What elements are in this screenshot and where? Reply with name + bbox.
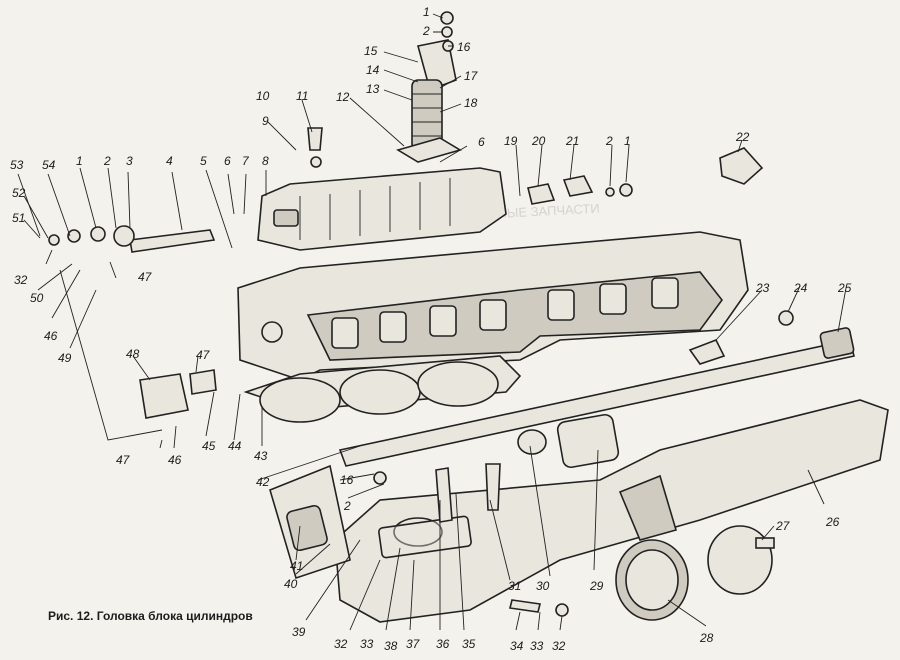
- callout-31: 31: [508, 579, 521, 593]
- callout-10: 10: [256, 89, 270, 103]
- callout-1-left: 1: [76, 154, 83, 168]
- manifold-flange: [269, 464, 351, 580]
- callout-30: 30: [536, 579, 550, 593]
- callout-35: 35: [462, 637, 476, 651]
- gasket-23: [688, 338, 726, 365]
- callout-9: 9: [262, 114, 269, 128]
- callout-32-bottom: 32: [334, 637, 348, 651]
- callout-5: 5: [200, 154, 207, 168]
- callout-13: 13: [366, 82, 380, 96]
- callout-39: 39: [292, 625, 306, 639]
- callout-47-mid: 47: [196, 348, 211, 362]
- callout-46-bottom: 46: [168, 453, 182, 467]
- callout-2-left: 2: [103, 154, 111, 168]
- callout-45: 45: [202, 439, 216, 453]
- callout-51: 51: [12, 211, 25, 225]
- small-clamp: [517, 429, 547, 455]
- callout-34: 34: [510, 639, 524, 653]
- callout-52: 52: [12, 186, 26, 200]
- callout-12: 12: [336, 90, 350, 104]
- bolt-31: [485, 463, 501, 511]
- throttle-linkage: [48, 225, 217, 441]
- callout-2-right: 2: [605, 134, 613, 148]
- callout-43: 43: [254, 449, 268, 463]
- callout-4: 4: [166, 154, 173, 168]
- callout-28: 28: [699, 631, 714, 645]
- callout-47-bottom: 47: [116, 453, 131, 467]
- callout-18: 18: [464, 96, 478, 110]
- nut-32: [555, 603, 569, 617]
- large-hose: [615, 539, 689, 621]
- stud-34: [509, 599, 541, 613]
- callout-16-mid: 16: [340, 473, 354, 487]
- callout-1-top: 1: [423, 5, 430, 19]
- callout-15: 15: [364, 44, 378, 58]
- hose-clamp: [707, 525, 775, 595]
- callout-48: 48: [126, 347, 140, 361]
- callout-17: 17: [464, 69, 479, 83]
- nut-1: [619, 183, 633, 197]
- callout-29: 29: [589, 579, 604, 593]
- callout-3: 3: [126, 154, 133, 168]
- callout-33-right: 33: [530, 639, 544, 653]
- callout-53: 53: [10, 158, 24, 172]
- callout-2-mid: 2: [343, 499, 351, 513]
- callout-24: 24: [793, 281, 808, 295]
- hose-sleeve: [556, 413, 620, 469]
- callout-7: 7: [242, 154, 250, 168]
- callout-19: 19: [504, 134, 518, 148]
- callout-21: 21: [565, 134, 579, 148]
- thermostat-housing: [396, 11, 462, 163]
- callout-32-right: 32: [552, 639, 566, 653]
- callout-37: 37: [406, 637, 421, 651]
- callout-46-left: 46: [44, 329, 58, 343]
- cover-plate-22: [719, 147, 764, 185]
- callout-6-right: 6: [478, 135, 485, 149]
- callout-36: 36: [436, 637, 450, 651]
- callout-32-left: 32: [14, 273, 28, 287]
- callout-50: 50: [30, 291, 44, 305]
- exhaust-manifold: [334, 399, 889, 623]
- callout-41: 41: [290, 559, 303, 573]
- callout-20: 20: [531, 134, 546, 148]
- callout-27: 27: [775, 519, 791, 533]
- callout-25: 25: [837, 281, 852, 295]
- figure-caption: Рис. 12. Головка блока цилиндров: [48, 609, 253, 623]
- callout-26: 26: [825, 515, 840, 529]
- callout-38: 38: [384, 639, 398, 653]
- head-gasket: [243, 355, 522, 423]
- callout-40: 40: [284, 577, 298, 591]
- callout-8: 8: [262, 154, 269, 168]
- gasket-20: [527, 183, 556, 205]
- clip-16: [373, 471, 387, 485]
- callout-6-left: 6: [224, 154, 231, 168]
- callout-labels: 1 2 16 15 14 17 13 18 12 11 10 9 6 19 20…: [10, 5, 852, 653]
- plug-24: [778, 310, 794, 326]
- callout-54: 54: [42, 158, 56, 172]
- callout-47-left: 47: [138, 270, 153, 284]
- washer-2: [605, 187, 615, 197]
- callout-2-top: 2: [422, 24, 430, 38]
- callout-1-right: 1: [624, 134, 631, 148]
- callout-22: 22: [735, 130, 750, 144]
- leader-lines: [17, 13, 847, 631]
- distribution-tube: [338, 327, 855, 467]
- callout-49: 49: [58, 351, 72, 365]
- valve-cover: [257, 167, 507, 251]
- callout-33-bottom: 33: [360, 637, 374, 651]
- callout-14: 14: [366, 63, 380, 77]
- gasket-21: [562, 175, 594, 197]
- callout-16-top: 16: [457, 40, 471, 54]
- bolt-11: [307, 127, 323, 168]
- callout-44: 44: [228, 439, 242, 453]
- callout-23: 23: [755, 281, 770, 295]
- callout-11: 11: [296, 89, 308, 103]
- callout-42: 42: [256, 475, 270, 489]
